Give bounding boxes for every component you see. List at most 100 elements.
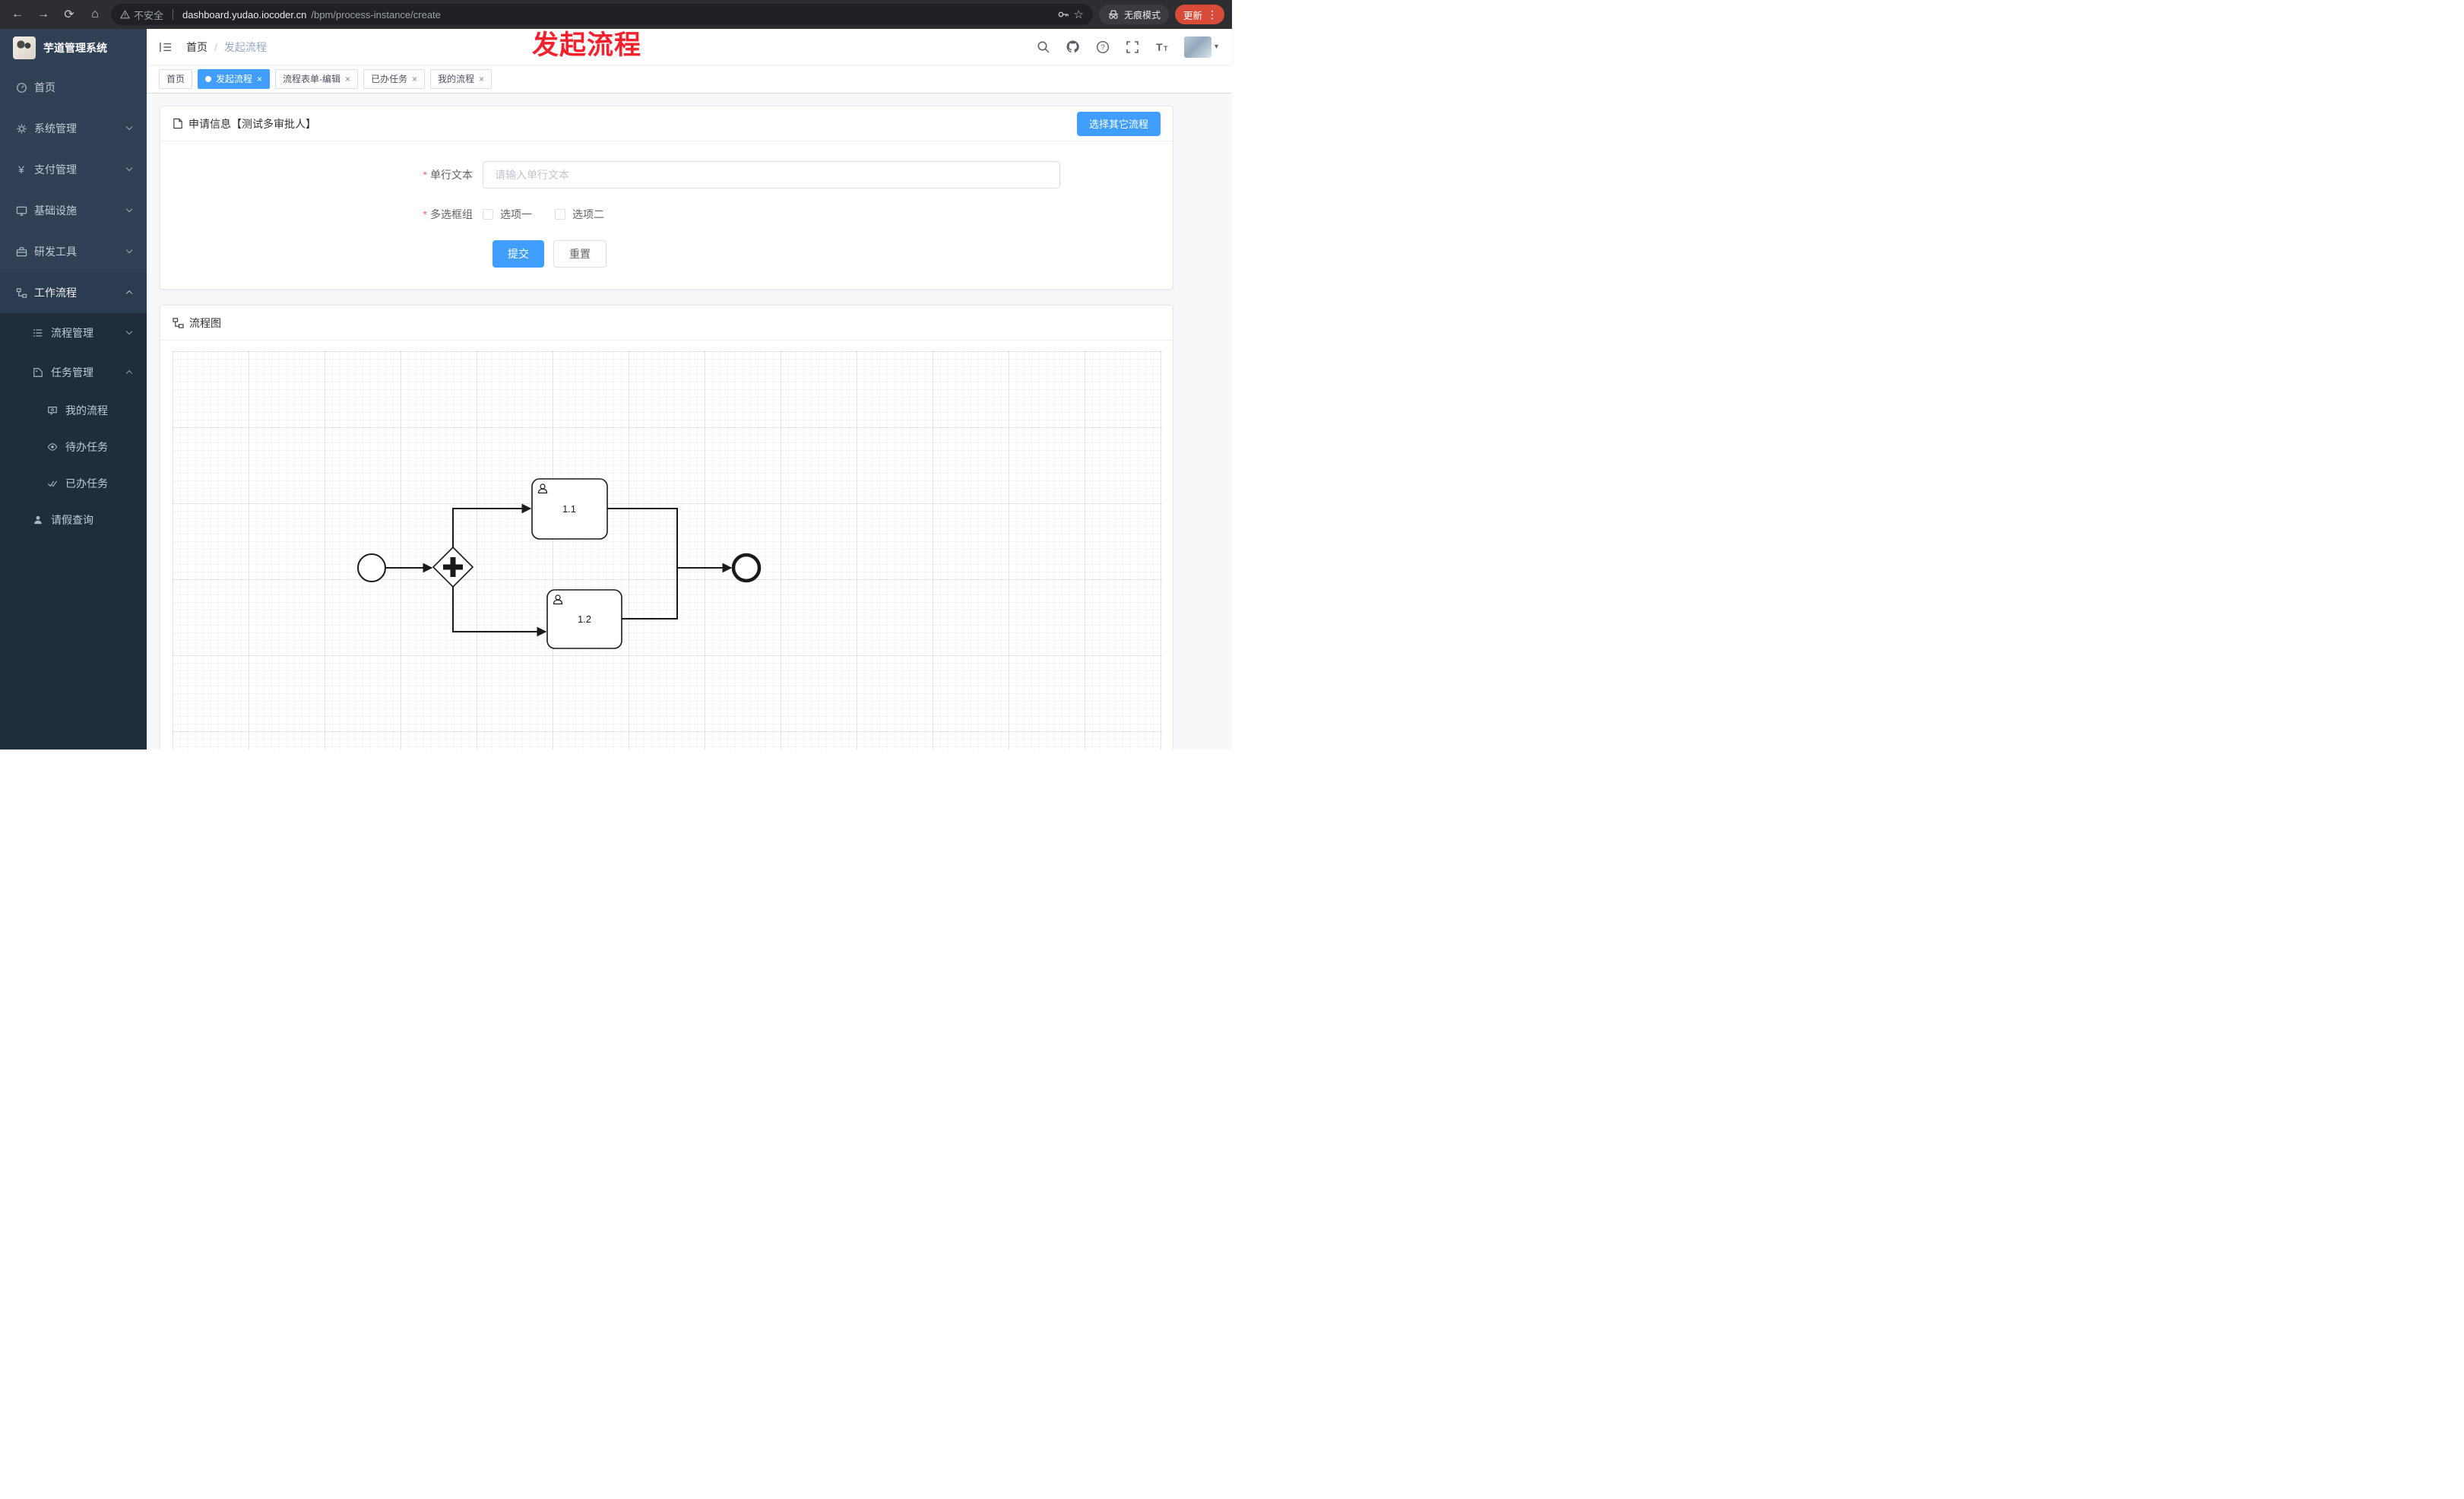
task-label: 1.1 bbox=[562, 503, 576, 515]
flow-task-1-merge bbox=[607, 508, 678, 568]
sidebar-item-home[interactable]: 首页 bbox=[0, 67, 147, 108]
sidebar-item-devtools[interactable]: 研发工具 bbox=[0, 231, 147, 272]
sidebar: 芋道管理系统 首页 系统管理 ¥ 支付管理 基础设施 bbox=[0, 29, 147, 750]
sidebar-collapse-icon[interactable] bbox=[157, 39, 174, 55]
application-card-header: 申请信息【测试多审批人】 选择其它流程 bbox=[160, 106, 1173, 141]
breadcrumb-separator: / bbox=[214, 40, 217, 53]
app-frame: 芋道管理系统 首页 系统管理 ¥ 支付管理 基础设施 bbox=[0, 29, 1232, 750]
browser-forward-button[interactable]: → bbox=[37, 8, 49, 21]
checkbox-option-2[interactable]: 选项二 bbox=[555, 207, 604, 222]
sidebar-item-done-tasks[interactable]: 已办任务 bbox=[0, 465, 147, 502]
active-dot bbox=[205, 75, 212, 82]
security-indicator: 不安全 bbox=[120, 8, 163, 22]
card-title: 申请信息【测试多审批人】 bbox=[188, 117, 316, 130]
svg-text:?: ? bbox=[1101, 43, 1105, 52]
breadcrumb-current: 发起流程 bbox=[223, 40, 267, 53]
browser-back-button[interactable]: ← bbox=[11, 8, 24, 21]
svg-text:T: T bbox=[1164, 45, 1168, 52]
help-icon[interactable]: ? bbox=[1095, 40, 1110, 55]
tags-view-bar: 首页 发起流程 × 流程表单-编辑 × 已办任务 × 我的流程 × bbox=[147, 65, 1232, 93]
reset-button[interactable]: 重置 bbox=[553, 240, 606, 268]
sidebar-item-leave-query[interactable]: 请假查询 bbox=[0, 502, 147, 538]
submit-button[interactable]: 提交 bbox=[492, 240, 544, 268]
search-icon[interactable] bbox=[1036, 40, 1051, 55]
close-icon[interactable]: × bbox=[479, 73, 485, 84]
browser-toolbar: ← → ⟳ ⌂ 不安全 dashboard.yudao.iocoder.cn/b… bbox=[0, 0, 1232, 29]
monitor-icon bbox=[15, 205, 27, 217]
url-host: dashboard.yudao.iocoder.cn bbox=[182, 8, 307, 21]
tab-my-process[interactable]: 我的流程 × bbox=[430, 68, 492, 89]
flow-gateway-to-task-1 bbox=[452, 503, 532, 547]
sidebar-item-my-process[interactable]: 我的流程 bbox=[0, 392, 147, 429]
sidebar-item-task-management[interactable]: 任务管理 bbox=[0, 353, 147, 392]
tab-process-form-edit[interactable]: 流程表单-编辑 × bbox=[275, 68, 359, 89]
browser-update-button[interactable]: 更新 ⋮ bbox=[1174, 5, 1224, 24]
bookmark-star-icon[interactable]: ☆ bbox=[1073, 8, 1084, 21]
sidebar-item-process-management[interactable]: 流程管理 bbox=[0, 313, 147, 353]
caret-down-icon: ▾ bbox=[1214, 43, 1218, 51]
app-logo: 芋道管理系统 bbox=[0, 29, 147, 67]
avatar bbox=[1183, 36, 1211, 58]
document-icon bbox=[173, 118, 183, 129]
fullscreen-icon[interactable] bbox=[1125, 40, 1140, 55]
diagram-body: 1.1 1.2 bbox=[160, 341, 1173, 750]
checkbox-icon[interactable] bbox=[555, 209, 565, 220]
breadcrumb-home[interactable]: 首页 bbox=[186, 40, 207, 53]
password-key-icon[interactable] bbox=[1057, 8, 1069, 21]
checkbox-icon[interactable] bbox=[483, 209, 493, 220]
close-icon[interactable]: × bbox=[412, 73, 418, 84]
choose-other-process-button[interactable]: 选择其它流程 bbox=[1076, 111, 1161, 136]
incognito-label: 无痕模式 bbox=[1123, 9, 1161, 21]
bpmn-start-event bbox=[357, 553, 386, 582]
page-content: 申请信息【测试多审批人】 选择其它流程 单行文本 多选框组 选项一 bbox=[147, 93, 1232, 750]
bpmn-user-task-1: 1.1 bbox=[531, 478, 608, 540]
user-task-icon bbox=[537, 483, 548, 494]
browser-home-button[interactable]: ⌂ bbox=[91, 8, 99, 21]
chevron-down-icon bbox=[125, 247, 133, 254]
bpmn-end-event bbox=[731, 553, 762, 583]
user-avatar-menu[interactable]: ▾ bbox=[1183, 36, 1218, 58]
close-icon[interactable]: × bbox=[345, 73, 351, 84]
url-path: /bpm/process-instance/create bbox=[311, 8, 441, 21]
toolbox-icon bbox=[15, 246, 27, 258]
chevron-down-icon bbox=[125, 328, 133, 335]
process-list-icon bbox=[32, 328, 44, 338]
tab-done-tasks[interactable]: 已办任务 × bbox=[363, 68, 426, 89]
sidebar-item-workflow[interactable]: 工作流程 bbox=[0, 272, 147, 313]
bpmn-user-task-2: 1.2 bbox=[546, 589, 622, 649]
eye-icon bbox=[46, 442, 59, 452]
process-diagram-card: 流程图 bbox=[160, 305, 1173, 750]
github-icon[interactable] bbox=[1066, 40, 1081, 55]
checkbox-option-1[interactable]: 选项一 bbox=[483, 207, 532, 222]
sidebar-item-system[interactable]: 系统管理 bbox=[0, 108, 147, 149]
sidebar-item-payment[interactable]: ¥ 支付管理 bbox=[0, 149, 147, 190]
card-title: 流程图 bbox=[189, 316, 221, 329]
close-icon[interactable]: × bbox=[257, 73, 263, 84]
bpmn-parallel-gateway bbox=[432, 546, 474, 588]
logo-image bbox=[13, 36, 36, 59]
chevron-down-icon bbox=[125, 165, 133, 172]
workflow-submenu: 流程管理 任务管理 我的流程 待办任务 bbox=[0, 313, 147, 750]
single-line-text-input[interactable] bbox=[483, 161, 1060, 189]
double-check-icon bbox=[46, 478, 59, 489]
address-bar[interactable]: 不安全 dashboard.yudao.iocoder.cn/bpm/proce… bbox=[111, 4, 1093, 25]
sidebar-item-todo-tasks[interactable]: 待办任务 bbox=[0, 429, 147, 465]
dashboard-icon bbox=[15, 82, 27, 93]
bpmn-diagram: 1.1 1.2 bbox=[357, 478, 762, 649]
browser-reload-button[interactable]: ⟳ bbox=[64, 8, 74, 21]
sidebar-item-infrastructure[interactable]: 基础设施 bbox=[0, 190, 147, 231]
tab-home[interactable]: 首页 bbox=[159, 68, 193, 89]
bpmn-canvas: 1.1 1.2 bbox=[173, 351, 1162, 750]
text-field-label: 单行文本 bbox=[163, 167, 483, 182]
tab-initiate-process[interactable]: 发起流程 × bbox=[198, 68, 271, 89]
application-info-card: 申请信息【测试多审批人】 选择其它流程 单行文本 多选框组 选项一 bbox=[160, 106, 1173, 290]
workflow-icon bbox=[15, 287, 27, 299]
gear-icon bbox=[15, 123, 27, 135]
flowchart-icon bbox=[173, 317, 184, 328]
incognito-badge: 无痕模式 bbox=[1098, 5, 1169, 24]
application-form: 单行文本 多选框组 选项一 选项二 bbox=[160, 141, 1173, 289]
my-process-icon bbox=[46, 405, 59, 416]
browser-menu-icon[interactable]: ⋮ bbox=[1207, 8, 1218, 21]
